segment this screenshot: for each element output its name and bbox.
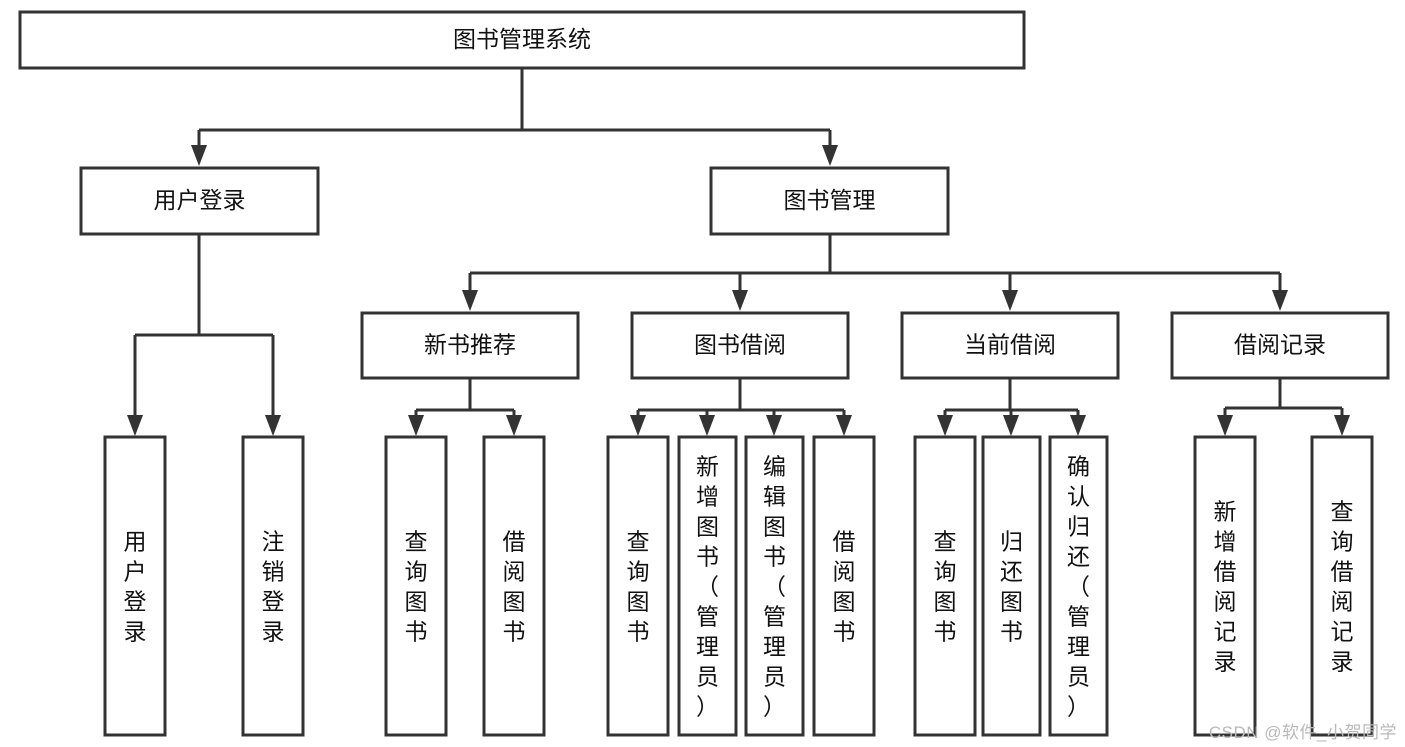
node-leaf-query-book-recommend-box[interactable]: [384, 435, 448, 737]
node-book-borrow[interactable]: 图书借阅: [630, 311, 850, 380]
node-leaf-query-borrow-record[interactable]: 查询借阅记录: [1310, 435, 1374, 737]
node-root-label: 图书管理系统: [453, 26, 591, 52]
node-root[interactable]: 图书管理系统: [18, 10, 1026, 70]
node-leaf-borrow-book[interactable]: 借阅图书: [812, 435, 876, 737]
node-leaf-query-book-current-box[interactable]: [913, 435, 977, 737]
arrow-head-icon: [1070, 415, 1086, 436]
node-user-login-box[interactable]: [79, 166, 320, 236]
node-new-book-recommend-label: 新书推荐: [424, 332, 516, 358]
node-leaf-logout-login-label: 注销登录: [262, 528, 285, 644]
node-leaf-add-borrow-record[interactable]: 新增借阅记录: [1193, 435, 1257, 737]
arrow-head-icon: [822, 145, 838, 166]
arrow-head-icon: [191, 145, 207, 166]
node-user-login-label: 用户登录: [154, 187, 246, 213]
node-leaf-add-borrow-record-label: 新增借阅记录: [1214, 498, 1237, 674]
node-leaf-add-book-label: 新增图书（管理员）: [696, 453, 719, 719]
arrowhead-layer: [127, 145, 1350, 436]
arrow-head-icon: [462, 290, 478, 311]
arrow-head-icon: [1334, 415, 1350, 436]
node-leaf-user-login-box[interactable]: [103, 435, 167, 737]
arrow-head-icon: [1217, 415, 1233, 436]
node-leaf-query-book-current[interactable]: 查询图书: [913, 435, 977, 737]
arrow-head-icon: [836, 415, 852, 436]
node-leaf-confirm-return[interactable]: 确认归还（管理员）: [1048, 435, 1109, 737]
node-leaf-user-login[interactable]: 用户登录: [103, 435, 167, 737]
node-leaf-borrow-book-recommend-label: 借阅图书: [503, 528, 526, 644]
node-leaf-add-borrow-record-box[interactable]: [1193, 435, 1257, 737]
arrow-head-icon: [766, 415, 782, 436]
node-book-borrow-box[interactable]: [630, 311, 850, 380]
node-leaf-borrow-book-recommend[interactable]: 借阅图书: [482, 435, 546, 737]
node-leaf-query-book-borrow-box[interactable]: [606, 435, 670, 737]
arrow-head-icon: [1002, 290, 1018, 311]
node-leaf-borrow-book-label: 借阅图书: [833, 528, 856, 644]
csdn-watermark: CSDN @软件_小贺同学: [1208, 723, 1397, 742]
node-leaf-query-book-recommend[interactable]: 查询图书: [384, 435, 448, 737]
arrow-head-icon: [937, 415, 953, 436]
node-book-management-box[interactable]: [709, 166, 950, 236]
node-leaf-query-book-borrow-label: 查询图书: [627, 528, 650, 644]
node-borrow-record-label: 借阅记录: [1234, 332, 1326, 358]
node-leaf-return-book-box[interactable]: [981, 435, 1042, 737]
node-current-borrow-label: 当前借阅: [964, 332, 1056, 358]
node-leaf-add-book[interactable]: 新增图书（管理员）: [677, 435, 738, 737]
arrow-head-icon: [506, 415, 522, 436]
node-leaf-logout-login-box[interactable]: [241, 435, 305, 737]
node-book-borrow-label: 图书借阅: [694, 332, 786, 358]
node-leaf-return-book[interactable]: 归还图书: [981, 435, 1042, 737]
node-leaf-edit-book[interactable]: 编辑图书（管理员）: [744, 435, 805, 737]
node-borrow-record-box[interactable]: [1170, 311, 1390, 380]
node-new-book-recommend-box[interactable]: [360, 311, 580, 380]
node-root-box[interactable]: [18, 10, 1026, 70]
arrow-head-icon: [127, 415, 143, 436]
node-leaf-edit-book-label: 编辑图书（管理员）: [763, 453, 786, 719]
node-book-management[interactable]: 图书管理: [709, 166, 950, 236]
node-leaf-query-book-current-label: 查询图书: [934, 528, 957, 644]
node-leaf-return-book-label: 归还图书: [1000, 528, 1023, 644]
node-leaf-query-borrow-record-label: 查询借阅记录: [1331, 498, 1354, 674]
node-leaf-add-book-box[interactable]: [677, 435, 738, 737]
node-borrow-record[interactable]: 借阅记录: [1170, 311, 1390, 380]
node-new-book-recommend[interactable]: 新书推荐: [360, 311, 580, 380]
arrow-head-icon: [1003, 415, 1019, 436]
node-leaf-query-book-recommend-label: 查询图书: [405, 528, 428, 644]
node-leaf-borrow-book-box[interactable]: [812, 435, 876, 737]
node-current-borrow-box[interactable]: [900, 311, 1120, 380]
node-leaf-edit-book-box[interactable]: [744, 435, 805, 737]
arrow-head-icon: [630, 415, 646, 436]
node-leaf-confirm-return-box[interactable]: [1048, 435, 1109, 737]
arrow-head-icon: [265, 415, 281, 436]
node-leaf-confirm-return-label: 确认归还（管理员）: [1067, 453, 1090, 719]
arrow-head-icon: [1272, 290, 1288, 311]
node-leaf-query-book-borrow[interactable]: 查询图书: [606, 435, 670, 737]
node-leaf-user-login-label: 用户登录: [124, 528, 147, 644]
node-leaf-query-borrow-record-box[interactable]: [1310, 435, 1374, 737]
arrow-head-icon: [699, 415, 715, 436]
node-leaf-logout-login[interactable]: 注销登录: [241, 435, 305, 737]
node-user-login[interactable]: 用户登录: [79, 166, 320, 236]
node-current-borrow[interactable]: 当前借阅: [900, 311, 1120, 380]
arrow-head-icon: [408, 415, 424, 436]
node-book-management-label: 图书管理: [784, 187, 876, 213]
arrow-head-icon: [732, 290, 748, 311]
node-leaf-borrow-book-recommend-box[interactable]: [482, 435, 546, 737]
